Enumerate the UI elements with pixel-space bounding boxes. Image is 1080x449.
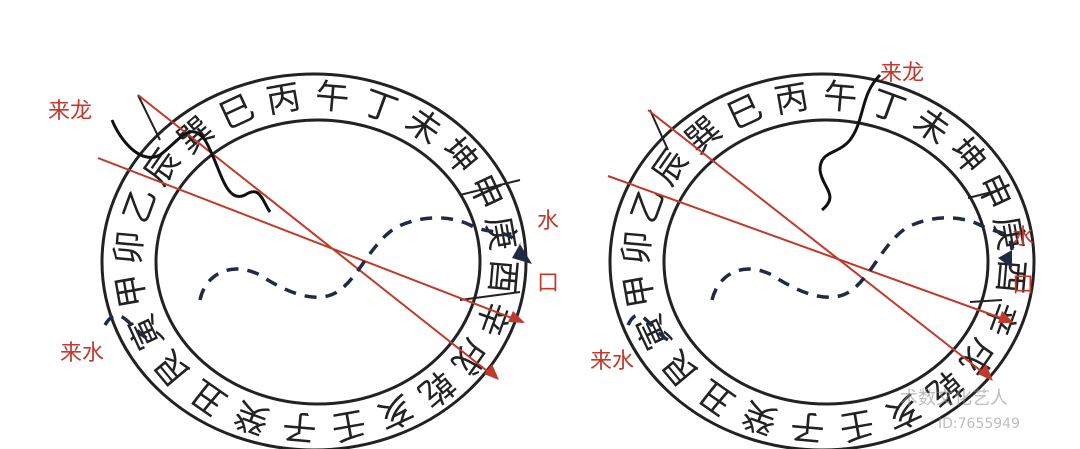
ring-character: 甲 [617, 270, 662, 310]
ring-character: 丙 [771, 77, 811, 122]
ring-character: 壬 [836, 402, 876, 447]
ring-character: 未 [398, 101, 449, 153]
ring-character: 子 [789, 405, 826, 448]
right-red-line-1 [607, 175, 1013, 323]
left-arrowhead-2 [484, 364, 499, 380]
ring-character: 丙 [263, 77, 303, 122]
ring-character: 卯 [616, 229, 659, 266]
right-label-laishui: 来水 [590, 349, 634, 374]
watermark-text: 术数文化艺人 [900, 388, 1008, 409]
left-dragon-line [110, 119, 272, 213]
right-tick-right2 [969, 299, 1003, 303]
ring-character: 乾 [410, 362, 462, 414]
ring-character: 癸 [229, 392, 275, 441]
left-label-laishui: 来水 [60, 341, 104, 366]
ring-character: 卯 [108, 229, 151, 266]
right-label-kou: 口 [1012, 273, 1034, 298]
ring-character: 庚 [478, 213, 523, 253]
left-tick-right2 [459, 291, 521, 301]
ring-character: 坤 [941, 130, 993, 182]
left-inner-ring [154, 118, 482, 406]
left-arrowhead-1 [508, 311, 525, 323]
right-water-dashed [626, 216, 1014, 342]
ring-character: 乙 [116, 183, 165, 229]
left-red-line-1 [97, 157, 523, 323]
ring-character: 子 [281, 405, 318, 448]
ring-character: 寅 [121, 308, 172, 356]
right-tick-right [967, 189, 1001, 199]
ring-character: 未 [906, 101, 957, 153]
right-outer-ring [608, 72, 1036, 449]
left-label-lailong: 来龙 [48, 99, 92, 124]
ring-character: 戌 [951, 331, 1003, 382]
ring-character: 甲 [109, 270, 154, 310]
left-water-arrowhead [512, 244, 532, 264]
ring-character: 午 [314, 76, 351, 119]
right-arrowhead-2 [978, 364, 993, 381]
ring-character: 午 [822, 76, 859, 119]
right-label-lailong: 来龙 [880, 61, 924, 86]
left-water-dashed [103, 216, 522, 342]
right-tick-top [649, 109, 669, 151]
right-arrowhead-1 [998, 311, 1014, 323]
ring-character: 酉 [481, 258, 524, 295]
ring-character: 癸 [737, 392, 783, 441]
right-label-shui: 水 [1012, 225, 1034, 250]
left-tick-right [459, 179, 521, 196]
right-inner-ring [662, 118, 990, 406]
left-red-line-2 [137, 94, 497, 379]
ring-character: 庚 [986, 213, 1031, 253]
left-tick-top [137, 94, 161, 141]
right-dragon-line [818, 73, 882, 212]
left-label-shui: 水 [537, 209, 559, 234]
watermark-id: ID:7655949 [938, 416, 1020, 432]
ring-character: 坤 [433, 130, 485, 182]
watermark: 术数文化艺人 ID:7655949 [900, 388, 1020, 432]
left-label-kou: 口 [537, 271, 559, 296]
ring-character: 寅 [629, 308, 680, 356]
right-red-line-2 [647, 109, 991, 379]
right-water-arrowhead [998, 250, 1012, 268]
ring-character: 壬 [328, 402, 368, 447]
